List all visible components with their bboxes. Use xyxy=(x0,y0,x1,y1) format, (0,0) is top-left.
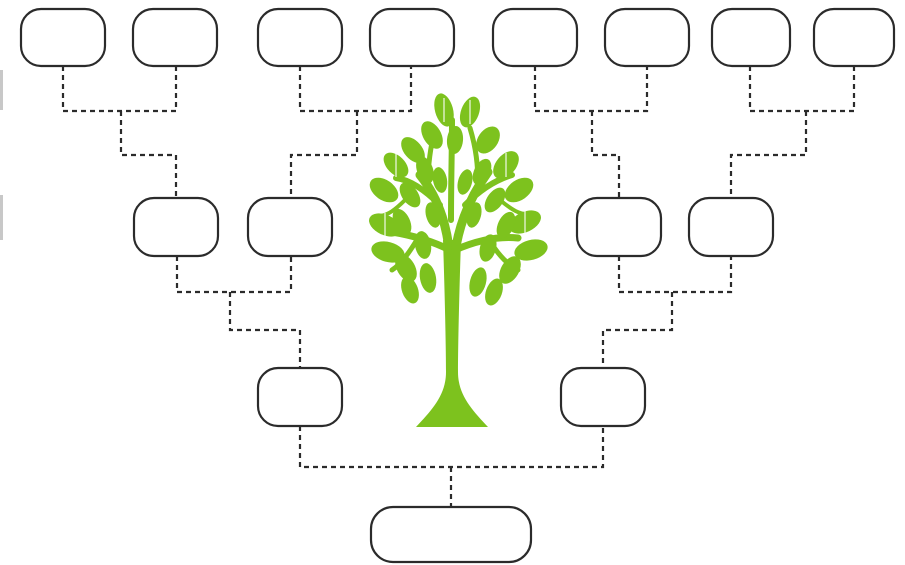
name-box-gp1[interactable] xyxy=(132,196,220,258)
name-box-gg5[interactable] xyxy=(491,7,579,68)
connector-lines xyxy=(61,66,856,507)
green-tree-icon xyxy=(369,93,548,427)
tree-trunk xyxy=(416,240,488,427)
great-grandparents-row xyxy=(19,7,896,68)
name-box-gg3[interactable] xyxy=(256,7,344,68)
name-box-gg4[interactable] xyxy=(368,7,456,68)
connector-gp3-gp4 xyxy=(601,256,733,368)
grandparents-row xyxy=(132,196,775,258)
name-box-gg7[interactable] xyxy=(710,7,792,68)
root-row xyxy=(369,505,533,564)
name-box-gg8[interactable] xyxy=(812,7,896,68)
connector-gg7-gg8 xyxy=(729,66,856,198)
name-box-gg6[interactable] xyxy=(603,7,691,68)
left-edge-mark-top xyxy=(0,70,3,110)
name-box-p2[interactable] xyxy=(559,366,647,428)
name-box-root[interactable] xyxy=(369,505,533,564)
name-box-gp3[interactable] xyxy=(575,196,663,258)
parents-row xyxy=(256,366,647,428)
name-box-gp2[interactable] xyxy=(246,196,334,258)
tree-leaf-veins xyxy=(384,98,526,237)
name-box-gp4[interactable] xyxy=(687,196,775,258)
connector-gp1-gp2 xyxy=(175,256,302,368)
name-box-gg1[interactable] xyxy=(19,7,107,68)
name-box-p1[interactable] xyxy=(256,366,344,428)
connector-gg1-gg2 xyxy=(61,66,178,198)
connector-p1-p2 xyxy=(298,426,605,507)
connector-gg5-gg6 xyxy=(533,66,649,198)
left-edge-mark-bottom xyxy=(0,195,3,240)
name-box-gg2[interactable] xyxy=(131,7,219,68)
connector-gg3-gg4 xyxy=(289,66,413,198)
